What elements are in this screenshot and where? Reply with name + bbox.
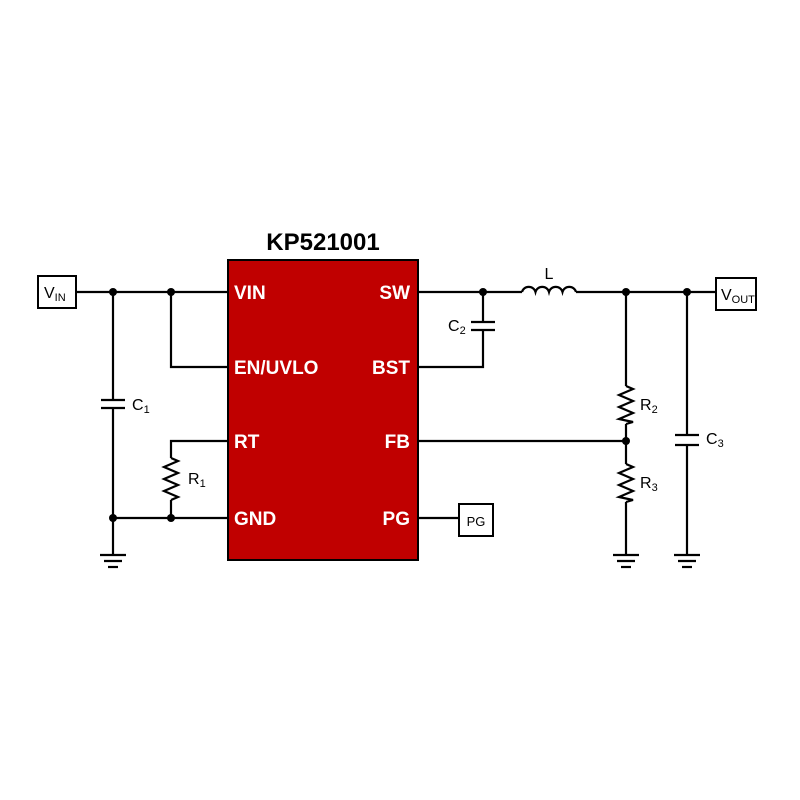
c3-sub: 3: [718, 438, 724, 450]
svg-text:VIN: VIN: [44, 285, 66, 304]
r2-sub: 2: [652, 404, 658, 416]
inductor-l: L: [520, 266, 578, 297]
svg-text:R3: R3: [640, 475, 658, 494]
c1-label: C: [132, 397, 144, 414]
capacitor-c3: C3: [675, 431, 724, 450]
svg-text:R2: R2: [640, 397, 658, 416]
capacitor-c1: C1: [101, 397, 150, 416]
svg-text:C2: C2: [448, 318, 466, 337]
pin-label-sw: SW: [379, 283, 410, 304]
pin-label-pg: PG: [383, 509, 410, 530]
pin-label-bst: BST: [372, 358, 410, 379]
pg-terminal-label: PG: [467, 514, 486, 529]
r1-label: R: [188, 471, 200, 488]
r2-label: R: [640, 397, 652, 414]
r1-sub: 1: [200, 478, 206, 490]
pin-label-en-uvlo: EN/UVLO: [234, 358, 318, 379]
c3-label: C: [706, 431, 718, 448]
pin-label-vin: VIN: [234, 283, 266, 304]
svg-text:C1: C1: [132, 397, 150, 416]
resistor-r3: R3: [615, 462, 658, 504]
pin-label-fb: FB: [385, 432, 410, 453]
ground-symbol-output: [674, 553, 700, 569]
vout-terminal: VOUT: [715, 277, 757, 311]
pin-label-rt: RT: [234, 432, 260, 453]
capacitor-c2: C2: [448, 318, 495, 337]
svg-text:VOUT: VOUT: [721, 287, 755, 306]
r3-sub: 3: [652, 482, 658, 494]
ic-chip-body: [227, 259, 419, 561]
junction-dots: [109, 288, 691, 522]
vout-terminal-sub: OUT: [732, 294, 756, 306]
chip-part-number: KP521001: [266, 229, 379, 256]
resistor-r2: R2: [615, 384, 658, 426]
ground-symbol-left: [100, 553, 126, 569]
r3-label: R: [640, 475, 652, 492]
pg-terminal: PG: [458, 503, 494, 537]
resistor-r1: R1: [161, 456, 206, 502]
vin-terminal-label: V: [44, 285, 55, 302]
ground-symbol-divider: [613, 553, 639, 569]
svg-text:R1: R1: [188, 471, 206, 490]
vin-terminal: VIN: [37, 275, 77, 309]
c1-sub: 1: [144, 404, 150, 416]
inductor-label: L: [545, 266, 554, 283]
pin-label-gnd: GND: [234, 509, 276, 530]
c2-label: C: [448, 318, 460, 335]
vout-terminal-label: V: [721, 287, 732, 304]
c2-sub: 2: [460, 325, 466, 337]
svg-text:C3: C3: [706, 431, 724, 450]
vin-terminal-sub: IN: [55, 292, 66, 304]
